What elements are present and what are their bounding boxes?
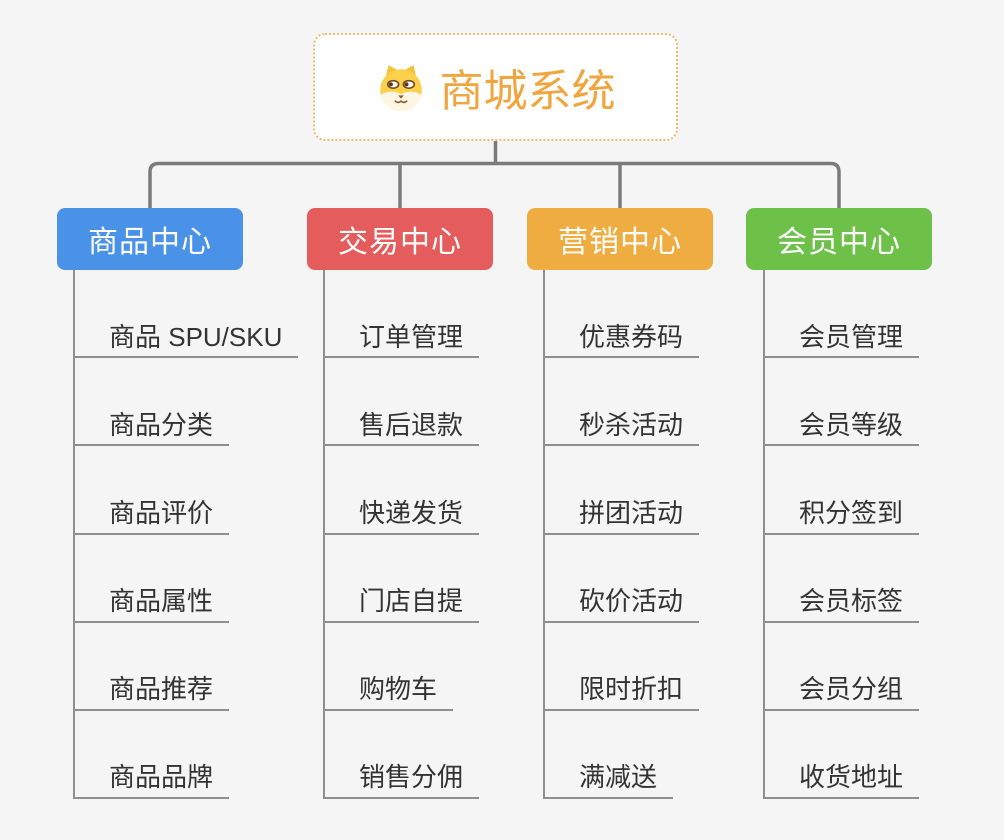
leaf-item[interactable]: 会员分组 — [765, 623, 920, 711]
leaf-item[interactable]: 砍价活动 — [545, 535, 700, 623]
branch-leaves-member-center: 会员管理 会员等级 积分签到 会员标签 会员分组 收货地址 — [763, 270, 920, 800]
leaf-item[interactable]: 收货地址 — [765, 711, 920, 800]
leaf-item[interactable]: 商品分类 — [75, 358, 230, 447]
leaf-item[interactable]: 会员等级 — [765, 358, 920, 447]
leaf-item[interactable]: 商品推荐 — [75, 623, 230, 711]
leaf-item[interactable]: 销售分佣 — [325, 711, 480, 800]
leaf-item[interactable]: 会员标签 — [765, 535, 920, 623]
leaf-item[interactable]: 快递发货 — [325, 446, 480, 535]
leaf-item[interactable]: 商品评价 — [75, 446, 230, 535]
leaf-item[interactable]: 商品 SPU/SKU — [75, 270, 299, 359]
leaf-item[interactable]: 积分签到 — [765, 446, 920, 535]
leaf-item[interactable]: 门店自提 — [325, 535, 480, 623]
branch-leaves-product-center: 商品 SPU/SKU 商品分类 商品评价 商品属性 商品推荐 商品品牌 — [73, 270, 299, 800]
root-topic-title: 商城系统 — [439, 67, 616, 116]
branch-leaves-trade-center: 订单管理 售后退款 快递发货 门店自提 购物车 销售分佣 — [323, 270, 480, 800]
leaf-item[interactable]: 订单管理 — [325, 270, 480, 359]
leaf-item[interactable]: 商品品牌 — [75, 711, 230, 800]
branch-leaves-marketing-center: 优惠券码 秒杀活动 拼团活动 砍价活动 限时折扣 满减送 — [543, 270, 700, 800]
leaf-item[interactable]: 满减送 — [545, 711, 674, 800]
connector-path — [148, 141, 841, 208]
leaf-item[interactable]: 秒杀活动 — [545, 358, 700, 447]
leaf-item[interactable]: 会员管理 — [765, 270, 920, 359]
branch-topic-product-center[interactable]: 商品中心 — [57, 208, 243, 270]
branch-topic-marketing-center[interactable]: 营销中心 — [527, 208, 713, 270]
branch-topic-trade-center[interactable]: 交易中心 — [307, 208, 493, 270]
leaf-item[interactable]: 售后退款 — [325, 358, 480, 447]
leaf-item[interactable]: 拼团活动 — [545, 446, 700, 535]
leaf-item[interactable]: 优惠券码 — [545, 270, 700, 359]
leaf-item[interactable]: 商品属性 — [75, 535, 230, 623]
branch-topic-member-center[interactable]: 会员中心 — [746, 208, 932, 270]
root-topic[interactable]: 商城系统 — [313, 33, 678, 141]
leaf-item[interactable]: 购物车 — [325, 623, 454, 711]
leaf-item[interactable]: 限时折扣 — [545, 623, 700, 711]
dog-face-icon — [376, 62, 426, 112]
